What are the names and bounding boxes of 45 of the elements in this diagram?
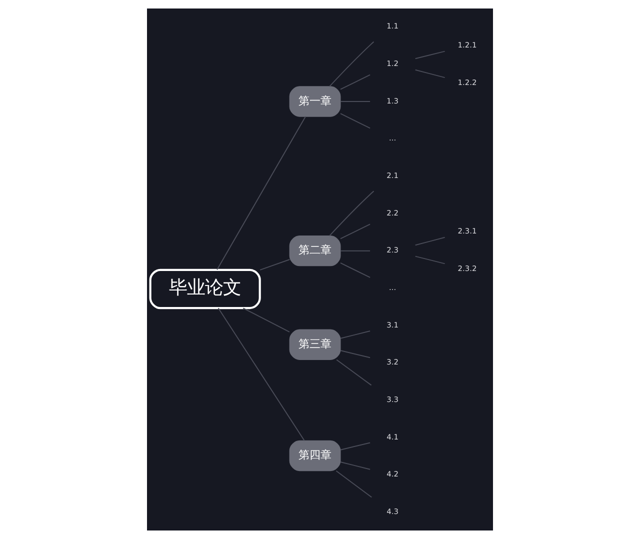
connector: [340, 330, 371, 339]
node-text: 4.1: [386, 432, 399, 442]
node-text: 4.3: [386, 507, 399, 516]
connector: [336, 359, 372, 386]
connector: [340, 74, 371, 90]
connector: [242, 308, 290, 332]
connector: [340, 262, 371, 278]
connector: [329, 41, 374, 87]
node-text: 2.2: [386, 208, 399, 218]
connector: [414, 236, 446, 246]
connector: [340, 100, 371, 102]
connector: [218, 308, 305, 442]
node-text: 3.2: [386, 358, 399, 367]
connector: [336, 470, 372, 498]
connector: [216, 116, 306, 270]
node-box: 第三章: [289, 329, 341, 360]
connector: [329, 190, 374, 236]
connector: [414, 69, 446, 78]
node-text: 2.3.1: [458, 226, 477, 236]
connector: [414, 50, 446, 60]
connector: [340, 250, 371, 252]
node-box: 第二章: [289, 235, 341, 266]
node-text: 1.2.2: [458, 78, 477, 88]
node-text: 2.3.2: [458, 264, 477, 273]
node-text: 1.2.1: [458, 40, 477, 50]
connector: [340, 442, 371, 450]
connector: [414, 256, 446, 264]
node-text: 2.1: [386, 170, 399, 180]
node-text: 3.1: [386, 320, 399, 330]
node-box: 毕业论文: [149, 268, 261, 310]
node-box: 第四章: [289, 440, 341, 472]
connector: [340, 350, 371, 358]
connector: [340, 224, 371, 240]
node-text: ...: [389, 282, 396, 292]
node-text: 4.2: [386, 470, 399, 479]
connector: [260, 259, 290, 270]
connector: [340, 113, 371, 129]
node-text: 3.3: [386, 395, 399, 404]
node-box: 第一章: [289, 86, 341, 117]
node-text: 1.1: [386, 22, 399, 31]
node-text: ...: [389, 134, 396, 143]
node-text: 2.3: [386, 246, 399, 255]
node-text: 1.3: [386, 96, 399, 106]
connector: [340, 461, 371, 470]
node-text: 1.2: [386, 58, 399, 68]
